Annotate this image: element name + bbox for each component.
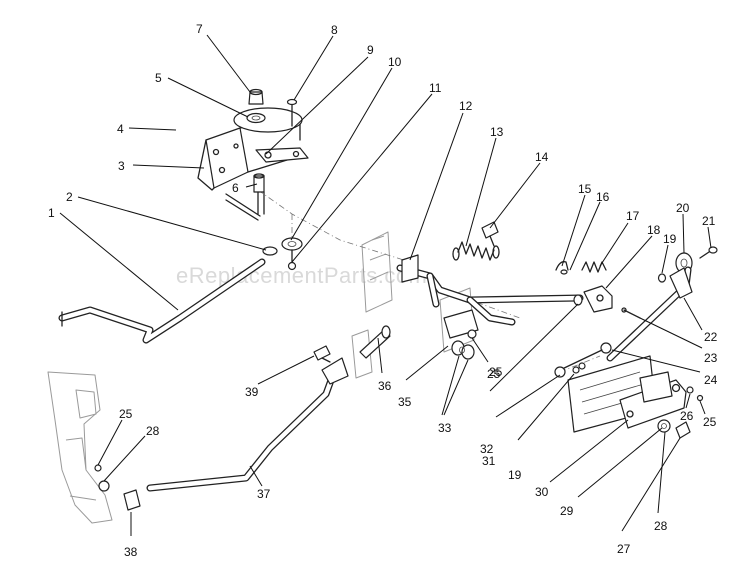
callout-6: 6 xyxy=(232,181,239,195)
part-36-bolt xyxy=(359,325,391,359)
callout-7: 7 xyxy=(196,22,203,36)
callout-15: 15 xyxy=(578,182,592,196)
callout-16: 16 xyxy=(596,190,610,204)
part-18-clevis xyxy=(573,285,613,313)
part-27-bolt xyxy=(675,421,691,439)
part-5-pivot-plate xyxy=(233,88,303,133)
callout-26: 26 xyxy=(680,409,694,423)
callout-labels: 1 2 3 4 5 6 7 8 9 10 11 12 13 14 15 16 1… xyxy=(48,22,718,559)
callout-30: 30 xyxy=(535,485,549,499)
part-1-lift-rod xyxy=(58,258,266,344)
callout-17: 17 xyxy=(626,209,640,223)
callout-36: 36 xyxy=(378,379,392,393)
callout-28-a: 28 xyxy=(654,519,668,533)
leader-lines xyxy=(59,34,712,536)
part-21-bolt xyxy=(699,246,718,259)
callout-4: 4 xyxy=(117,122,124,136)
callout-22: 22 xyxy=(704,330,718,344)
callout-37: 37 xyxy=(257,487,271,501)
part-39-pin xyxy=(313,345,331,363)
part-24-lever xyxy=(554,342,612,378)
callout-25-c: 25 xyxy=(487,367,501,381)
callout-12: 12 xyxy=(459,99,473,113)
callout-24: 24 xyxy=(704,373,718,387)
callout-14: 14 xyxy=(535,150,549,164)
callout-35: 35 xyxy=(398,395,412,409)
callout-25-a: 25 xyxy=(489,365,503,379)
part-38-end xyxy=(94,464,141,511)
callout-5: 5 xyxy=(155,71,162,85)
part-33-washers xyxy=(451,329,477,360)
part-26-washer xyxy=(686,386,704,402)
callout-20: 20 xyxy=(676,201,690,215)
callout-13: 13 xyxy=(490,125,504,139)
callout-33: 33 xyxy=(438,421,452,435)
part-14-bolt xyxy=(481,221,499,247)
callout-19: 19 xyxy=(663,232,677,246)
callout-38: 38 xyxy=(124,545,138,559)
part-37-lower-rod xyxy=(146,357,349,492)
part-13-spring xyxy=(452,241,500,261)
callout-11: 11 xyxy=(429,81,442,95)
callout-23: 23 xyxy=(704,351,718,365)
part-30-bracket xyxy=(567,355,687,433)
callout-21: 21 xyxy=(702,214,716,228)
callout-9: 9 xyxy=(367,43,374,57)
callout-32: 32 xyxy=(480,442,494,456)
callout-28-b: 28 xyxy=(146,424,160,438)
part-10-rod-end xyxy=(262,237,303,271)
callout-39: 39 xyxy=(245,385,259,399)
callout-2: 2 xyxy=(66,190,73,204)
callout-18: 18 xyxy=(647,223,661,237)
callout-27: 27 xyxy=(617,542,631,556)
part-17-spring xyxy=(581,261,607,273)
callout-8: 8 xyxy=(331,23,338,37)
callout-10: 10 xyxy=(388,55,402,69)
frame-ghost xyxy=(47,231,475,524)
callout-25-b: 25 xyxy=(703,415,717,429)
part-15-16-pins xyxy=(555,261,569,275)
watermark: eReplacementParts.com xyxy=(176,263,427,288)
callout-1: 1 xyxy=(48,206,55,220)
callout-19-b: 19 xyxy=(508,468,522,482)
part-23-pin xyxy=(621,307,641,319)
callout-29: 29 xyxy=(560,504,574,518)
callout-3: 3 xyxy=(118,159,125,173)
part-22-shaft xyxy=(606,266,693,362)
callout-25-d: 25 xyxy=(119,407,133,421)
callout-31: 31 xyxy=(482,454,496,468)
